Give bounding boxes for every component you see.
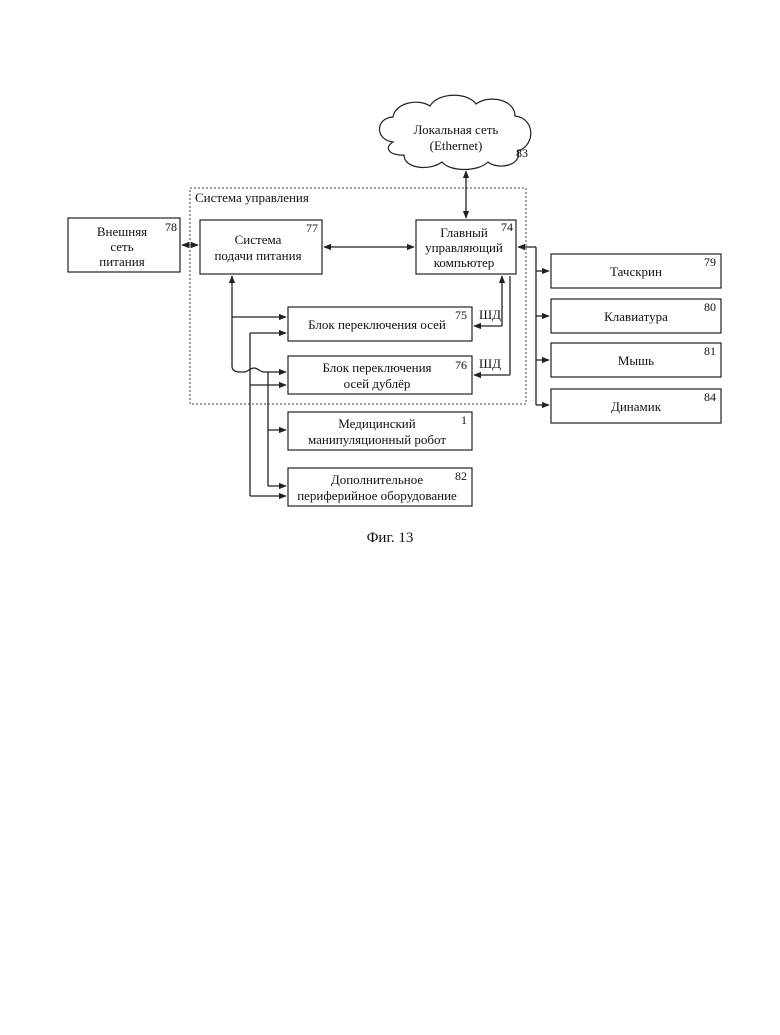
axis-switch-dup-number: 76 <box>455 358 467 372</box>
sd-bus-label-2: ШД <box>479 356 501 371</box>
peripheral-line2: периферийное оборудование <box>297 488 457 503</box>
axis-switch-dup-line2: осей дублёр <box>344 376 411 391</box>
robot-number: 1 <box>461 413 467 427</box>
network-label-line1: Локальная сеть <box>414 122 499 137</box>
mouse-block: Мышь 81 <box>551 343 721 377</box>
main-computer-line1: Главный <box>440 225 488 240</box>
robot-line1: Медицинский <box>338 416 415 431</box>
power-supply-block: Система подачи питания 77 <box>200 220 322 274</box>
keyboard-label: Клавиатура <box>604 309 668 324</box>
axis-switch-dup-line1: Блок переключения <box>322 360 431 375</box>
touchscreen-label: Тачскрин <box>610 264 662 279</box>
power-supply-line2: подачи питания <box>214 248 301 263</box>
touchscreen-block: Тачскрин 79 <box>551 254 721 288</box>
axis-switch-number: 75 <box>455 308 467 322</box>
network-number: 83 <box>516 146 528 160</box>
robot-line2: манипуляционный робот <box>308 432 446 447</box>
external-power-number: 78 <box>165 220 177 234</box>
main-computer-block: Главный управляющий компьютер 74 <box>416 220 516 274</box>
power-supply-number: 77 <box>306 221 318 235</box>
touchscreen-number: 79 <box>704 255 716 269</box>
power-supply-line1: Система <box>235 232 282 247</box>
mouse-number: 81 <box>704 344 716 358</box>
local-network-cloud: Локальная сеть (Ethernet) 83 <box>380 95 531 169</box>
speaker-label: Динамик <box>611 399 662 414</box>
keyboard-block: Клавиатура 80 <box>551 299 721 333</box>
main-computer-line2: управляющий <box>425 240 503 255</box>
peripheral-number: 82 <box>455 469 467 483</box>
main-computer-number: 74 <box>501 220 513 234</box>
external-power-block: Внешняя сеть питания 78 <box>68 218 180 272</box>
external-power-line1: Внешняя <box>97 224 147 239</box>
axis-switch-line1: Блок переключения осей <box>308 317 446 332</box>
speaker-number: 84 <box>704 390 716 404</box>
mouse-label: Мышь <box>618 353 654 368</box>
keyboard-number: 80 <box>704 300 716 314</box>
speaker-block: Динамик 84 <box>551 389 721 423</box>
robot-block: Медицинский манипуляционный робот 1 <box>288 412 472 450</box>
peripheral-block: Дополнительное периферийное оборудование… <box>288 468 472 506</box>
external-power-line2: сеть <box>110 239 133 254</box>
axis-switch-dup-block: Блок переключения осей дублёр 76 <box>288 356 472 394</box>
figure-caption: Фиг. 13 <box>0 530 780 547</box>
peripheral-line1: Дополнительное <box>331 472 424 487</box>
sd-bus-label-1: ШД <box>479 307 501 322</box>
control-system-label: Система управления <box>195 190 309 205</box>
main-computer-line3: компьютер <box>434 255 495 270</box>
axis-switch-block: Блок переключения осей 75 <box>288 307 472 341</box>
block-diagram: Локальная сеть (Ethernet) 83 Система упр… <box>0 0 780 560</box>
network-label-line2: (Ethernet) <box>430 138 483 153</box>
external-power-line3: питания <box>99 254 144 269</box>
